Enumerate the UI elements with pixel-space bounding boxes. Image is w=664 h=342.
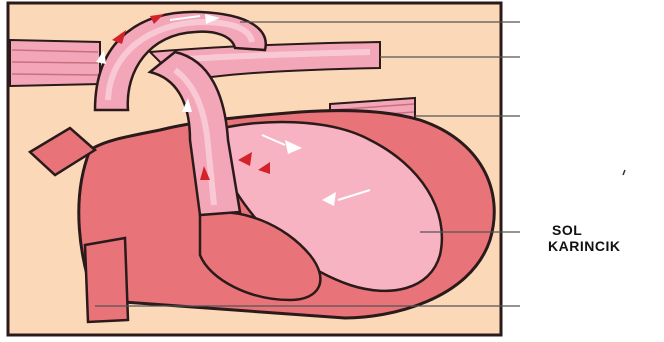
left-ventricle-label-line2: KARINCIK [548, 238, 620, 254]
inferior-vena-cava [85, 238, 128, 322]
left-ventricle-label-line1: SOL [552, 222, 582, 238]
stray-mark [623, 170, 625, 175]
